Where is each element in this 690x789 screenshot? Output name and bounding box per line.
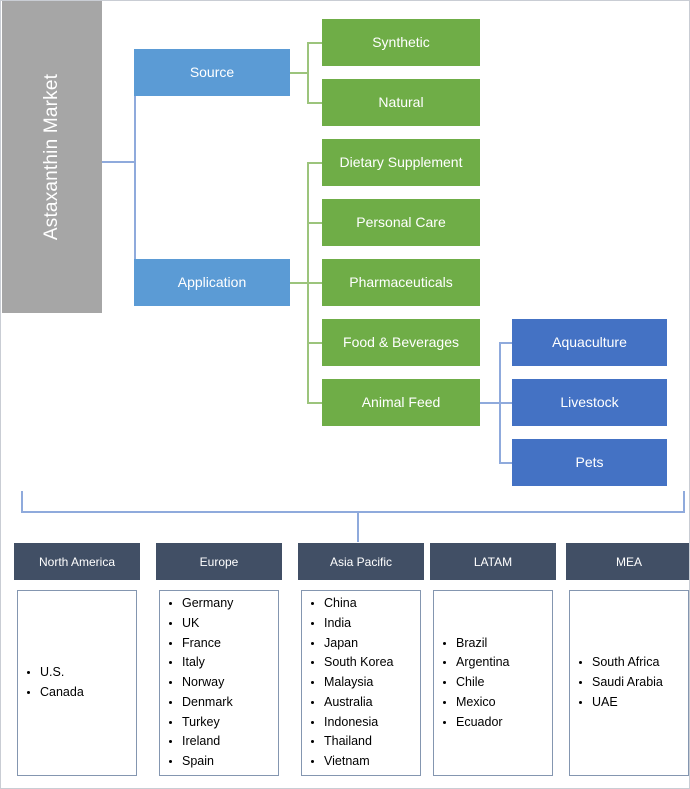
list-item: Saudi Arabia bbox=[592, 673, 688, 693]
region-header-latam-label: LATAM bbox=[473, 554, 513, 569]
subcategory-node-pets[interactable]: Pets bbox=[512, 439, 667, 486]
connector-root-spine bbox=[134, 72, 136, 283]
connector-root-stem bbox=[102, 161, 135, 163]
list-item: U.S. bbox=[40, 663, 136, 683]
connector-source-stem bbox=[290, 72, 308, 74]
region-body-europe: Germany UK France Italy Norway Denmark T… bbox=[159, 590, 279, 776]
category-node-pharmaceuticals[interactable]: Pharmaceuticals bbox=[322, 259, 480, 306]
region-header-asia-pacific[interactable]: Asia Pacific bbox=[298, 543, 424, 580]
category-node-animal-feed[interactable]: Animal Feed bbox=[322, 379, 480, 426]
connector-application-to-food-beverages bbox=[307, 342, 323, 344]
region-header-north-america-label: North America bbox=[38, 554, 116, 569]
connector-source-to-natural bbox=[307, 102, 323, 104]
list-item: Argentina bbox=[456, 653, 552, 673]
segment-node-source-label: Source bbox=[189, 64, 235, 81]
list-item: Germany bbox=[182, 594, 278, 614]
list-item: Spain bbox=[182, 752, 278, 772]
connector-regions-bracket-drop bbox=[357, 511, 359, 542]
list-item: Ecuador bbox=[456, 713, 552, 733]
connector-regions-bracket bbox=[21, 511, 685, 513]
region-body-mea: South Africa Saudi Arabia UAE bbox=[569, 590, 689, 776]
list-item: Vietnam bbox=[324, 752, 420, 772]
list-item: Japan bbox=[324, 634, 420, 654]
list-item: South Korea bbox=[324, 653, 420, 673]
subcategory-node-pets-label: Pets bbox=[575, 454, 604, 471]
list-item: South Africa bbox=[592, 653, 688, 673]
region-country-list-mea: South Africa Saudi Arabia UAE bbox=[570, 653, 688, 712]
segment-node-application-label: Application bbox=[177, 274, 247, 291]
region-header-asia-pacific-label: Asia Pacific bbox=[329, 554, 393, 569]
root-node-astaxanthin-market: Astaxanthin Market bbox=[2, 1, 102, 313]
region-country-list-europe: Germany UK France Italy Norway Denmark T… bbox=[160, 594, 278, 772]
list-item: India bbox=[324, 614, 420, 634]
region-country-list-asia-pacific: China India Japan South Korea Malaysia A… bbox=[302, 594, 420, 772]
list-item: UK bbox=[182, 614, 278, 634]
list-item: Italy bbox=[182, 653, 278, 673]
region-header-north-america[interactable]: North America bbox=[14, 543, 140, 580]
list-item: Australia bbox=[324, 693, 420, 713]
list-item: Norway bbox=[182, 673, 278, 693]
root-node-label: Astaxanthin Market bbox=[41, 73, 62, 241]
subcategory-node-aquaculture-label: Aquaculture bbox=[552, 334, 627, 351]
region-country-list-latam: Brazil Argentina Chile Mexico Ecuador bbox=[434, 634, 552, 733]
subcategory-node-livestock[interactable]: Livestock bbox=[512, 379, 667, 426]
segment-node-source[interactable]: Source bbox=[134, 49, 290, 96]
segment-node-application[interactable]: Application bbox=[134, 259, 290, 306]
category-node-dietary-supplement[interactable]: Dietary Supplement bbox=[322, 139, 480, 186]
connector-animal-feed-to-livestock bbox=[499, 402, 513, 404]
subcategory-node-livestock-label: Livestock bbox=[560, 394, 619, 411]
connector-animal-feed-to-pets bbox=[499, 462, 513, 464]
connector-regions-bracket-right-tip bbox=[683, 491, 685, 512]
region-header-mea[interactable]: MEA bbox=[566, 543, 689, 580]
connector-source-to-synthetic bbox=[307, 42, 323, 44]
category-node-dietary-supplement-label: Dietary Supplement bbox=[339, 154, 463, 171]
connector-application-stem bbox=[290, 282, 308, 284]
region-header-europe-label: Europe bbox=[199, 554, 239, 569]
list-item: Turkey bbox=[182, 713, 278, 733]
category-node-personal-care[interactable]: Personal Care bbox=[322, 199, 480, 246]
list-item: Ireland bbox=[182, 732, 278, 752]
connector-animal-feed-stem bbox=[480, 402, 500, 404]
list-item: UAE bbox=[592, 693, 688, 713]
list-item: Indonesia bbox=[324, 713, 420, 733]
region-body-latam: Brazil Argentina Chile Mexico Ecuador bbox=[433, 590, 553, 776]
region-body-asia-pacific: China India Japan South Korea Malaysia A… bbox=[301, 590, 421, 776]
connector-regions-bracket-left-tip bbox=[21, 491, 23, 512]
connector-application-to-animal-feed bbox=[307, 402, 323, 404]
connector-application-to-dietary-supplement bbox=[307, 162, 323, 164]
connector-animal-feed-to-aquaculture bbox=[499, 342, 513, 344]
list-item: Malaysia bbox=[324, 673, 420, 693]
connector-application-to-pharmaceuticals bbox=[307, 282, 323, 284]
category-node-natural-label: Natural bbox=[378, 94, 424, 111]
region-header-europe[interactable]: Europe bbox=[156, 543, 282, 580]
region-country-list-north-america: U.S. Canada bbox=[18, 663, 136, 703]
list-item: Denmark bbox=[182, 693, 278, 713]
category-node-animal-feed-label: Animal Feed bbox=[361, 394, 441, 411]
list-item: France bbox=[182, 634, 278, 654]
list-item: Chile bbox=[456, 673, 552, 693]
list-item: Brazil bbox=[456, 634, 552, 654]
category-node-pharmaceuticals-label: Pharmaceuticals bbox=[349, 274, 453, 291]
region-body-north-america: U.S. Canada bbox=[17, 590, 137, 776]
category-node-synthetic-label: Synthetic bbox=[372, 34, 430, 51]
list-item: Canada bbox=[40, 683, 136, 703]
category-node-personal-care-label: Personal Care bbox=[356, 214, 446, 231]
category-node-synthetic[interactable]: Synthetic bbox=[322, 19, 480, 66]
connector-source-spine bbox=[307, 42, 309, 103]
subcategory-node-aquaculture[interactable]: Aquaculture bbox=[512, 319, 667, 366]
category-node-food-beverages-label: Food & Beverages bbox=[343, 334, 459, 351]
list-item: Thailand bbox=[324, 732, 420, 752]
list-item: China bbox=[324, 594, 420, 614]
category-node-food-beverages[interactable]: Food & Beverages bbox=[322, 319, 480, 366]
connector-application-to-personal-care bbox=[307, 222, 323, 224]
region-header-latam[interactable]: LATAM bbox=[430, 543, 556, 580]
category-node-natural[interactable]: Natural bbox=[322, 79, 480, 126]
list-item: Mexico bbox=[456, 693, 552, 713]
region-header-mea-label: MEA bbox=[615, 554, 642, 569]
